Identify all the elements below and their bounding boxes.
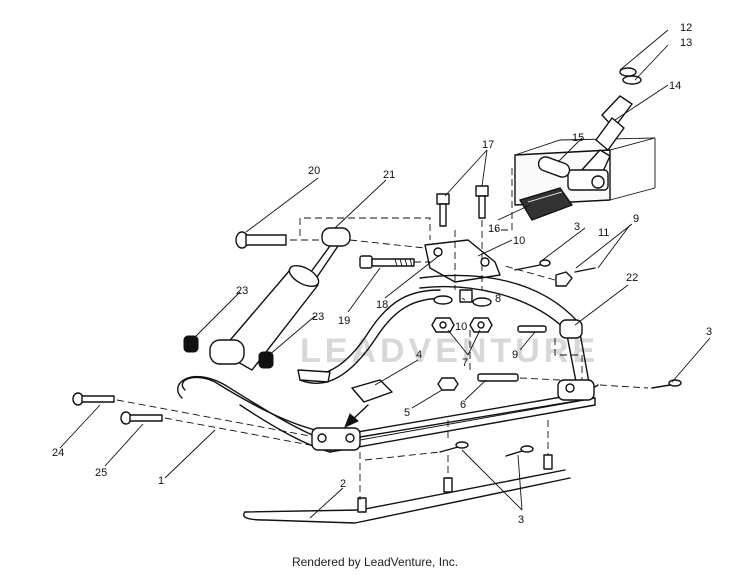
callout-16: 16 [488, 223, 500, 235]
nut-11 [555, 271, 573, 287]
footer-credit: Rendered by LeadVenture, Inc. [291, 555, 459, 569]
bumpers-23 [183, 335, 274, 369]
callout-12: 12 [680, 22, 692, 34]
bolt-25 [120, 411, 163, 425]
leader-lines [59, 29, 711, 519]
callout-2: 2 [340, 478, 346, 490]
callout-9a: 9 [633, 213, 639, 225]
callout-3a: 3 [574, 221, 580, 233]
bolt-24 [72, 392, 115, 406]
callout-23b: 23 [312, 311, 324, 323]
callout-4: 4 [416, 349, 422, 361]
callout-5: 5 [404, 407, 410, 419]
callout-11: 11 [598, 227, 609, 239]
alignment-lines [116, 168, 649, 500]
ski-1 [177, 375, 599, 453]
callout-6: 6 [460, 399, 466, 411]
callout-22: 22 [626, 272, 638, 284]
shock-absorber-21 [209, 227, 351, 371]
nuts-washers [431, 289, 493, 333]
callout-8: 8 [495, 293, 501, 305]
pins-9 [477, 325, 547, 382]
callout-25: 25 [95, 467, 107, 479]
callout-9b: 9 [512, 349, 518, 361]
saddle-4 [351, 379, 393, 403]
nut-5 [437, 377, 459, 391]
callout-19: 19 [338, 315, 350, 327]
cotter-pins-3 [439, 259, 682, 457]
callout-18: 18 [376, 299, 388, 311]
callout-7: 7 [462, 357, 468, 369]
callout-14: 14 [669, 80, 681, 92]
callout-3b: 3 [706, 326, 712, 338]
leaf-spring-22 [297, 274, 591, 393]
callout-10b: 10 [455, 321, 467, 333]
callout-23a: 23 [236, 285, 248, 297]
spindle-assembly [514, 67, 656, 221]
callout-20: 20 [308, 165, 320, 177]
bolt-19 [359, 255, 415, 269]
callout-3c: 3 [518, 514, 524, 526]
callout-13: 13 [680, 37, 692, 49]
bracket-18 [424, 239, 501, 283]
callout-10a: 10 [513, 235, 525, 247]
pivot-bolt-20 [235, 231, 287, 249]
callout-24: 24 [52, 447, 64, 459]
callout-labels: 12 13 14 15 16 17 20 21 10 3 9 11 18 19 … [52, 22, 712, 526]
bolts-17 [436, 185, 489, 227]
watermark: LEADVENTURE [300, 332, 599, 370]
wear-bar-2 [243, 454, 571, 524]
callout-1: 1 [158, 475, 164, 487]
callout-17: 17 [482, 139, 494, 151]
callout-15: 15 [572, 132, 584, 144]
callout-21: 21 [383, 169, 395, 181]
